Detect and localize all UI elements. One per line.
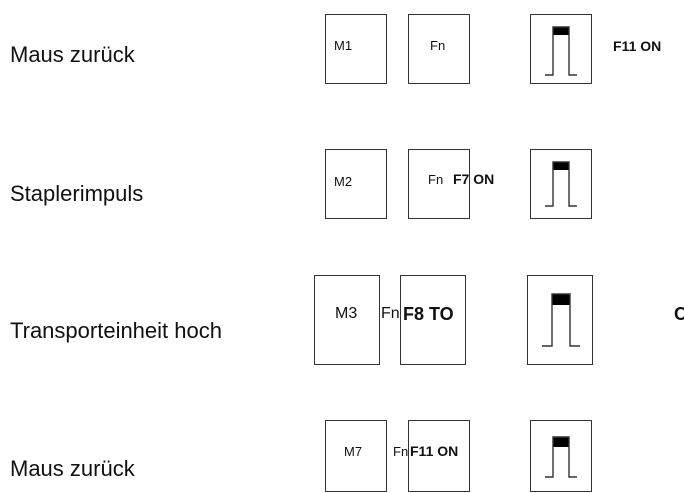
row-1-m-key[interactable]: M1 <box>325 14 387 84</box>
row-4-m-key[interactable]: M7 <box>325 420 387 492</box>
row-3-fn-key[interactable]: Fn <box>381 275 466 365</box>
row-2-fn-key[interactable]: Fn <box>408 149 470 219</box>
pulse-signal-icon <box>542 293 580 347</box>
row-3-fn-key-label: Fn <box>381 305 400 322</box>
row-4-pulse-box <box>530 420 592 492</box>
row-2-m-key[interactable]: M2 <box>325 149 387 219</box>
row-4-label: Maus zurück <box>10 456 135 481</box>
row-3-m-key[interactable]: M3 <box>314 275 380 365</box>
row-3-pulse-box <box>527 275 593 365</box>
row-1-m-key-label: M1 <box>334 38 353 53</box>
row-2-pulse-box <box>530 149 592 219</box>
pulse-signal-icon <box>545 161 577 207</box>
row-3-side-text: C <box>674 304 684 324</box>
row-1-pulse-box <box>530 14 592 84</box>
row-4-fn-key-label: Fn <box>393 444 409 459</box>
row-1-fn-key[interactable]: Fn <box>408 14 470 84</box>
row-4-overlay-text: F11 ON <box>410 443 459 459</box>
row-4-m-key-label: M7 <box>344 444 363 459</box>
row-2-label: Staplerimpuls <box>10 181 144 206</box>
row-1-fn-key-label: Fn <box>430 38 446 53</box>
row-1-side-text: F11 ON <box>613 38 662 54</box>
row-3-label: Transporteinheit hoch <box>10 318 222 343</box>
row-1-label: Maus zurück <box>10 42 135 67</box>
row-4-fn-key[interactable]: Fn <box>393 420 470 492</box>
row-3-overlay-text: F8 TO <box>403 304 454 324</box>
row-2-overlay-text: F7 ON <box>453 171 495 187</box>
pulse-signal-icon <box>545 26 577 76</box>
pulse-signal-icon <box>545 436 577 478</box>
row-3-m-key-label: M3 <box>335 305 358 322</box>
row-2-m-key-label: M2 <box>334 174 353 189</box>
row-2-fn-key-label: Fn <box>428 172 444 187</box>
